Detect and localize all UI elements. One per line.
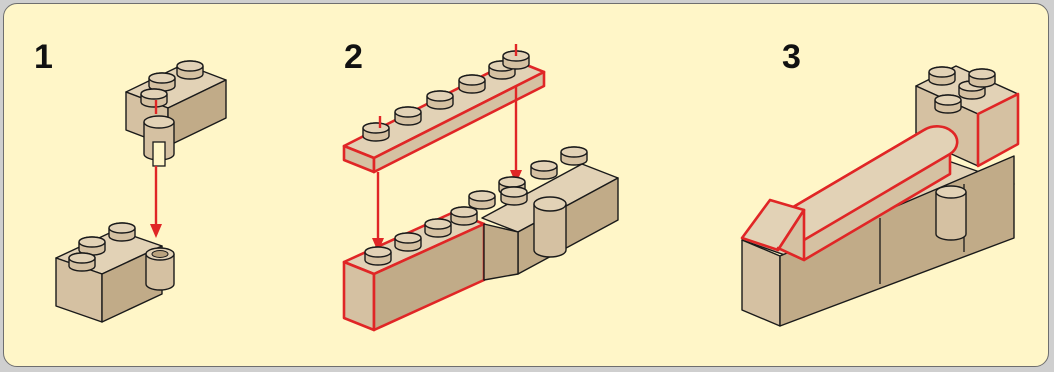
- instruction-illustration: [55, 44, 1020, 332]
- step1-illustration: [55, 60, 227, 323]
- step1-arrow: [150, 166, 162, 238]
- step2-brick-highlighted: [342, 206, 486, 332]
- step3-slope-highlighted: [740, 125, 959, 262]
- step-number-3: 3: [782, 38, 801, 76]
- step3-illustration: [740, 65, 1020, 327]
- step3-cylinder: [935, 185, 967, 241]
- step2-plate-highlighted: [342, 44, 546, 174]
- step3-tower: [915, 65, 1020, 168]
- step-number-2: 2: [344, 38, 363, 76]
- step2-brick-base: [468, 146, 619, 275]
- step2-illustration: [342, 44, 619, 332]
- step1-hinge-brick-bottom: [55, 222, 175, 323]
- step1-hinge-brick-top: [125, 60, 227, 167]
- step-number-1: 1: [34, 38, 53, 76]
- instruction-panel: 1 2 3: [3, 3, 1049, 367]
